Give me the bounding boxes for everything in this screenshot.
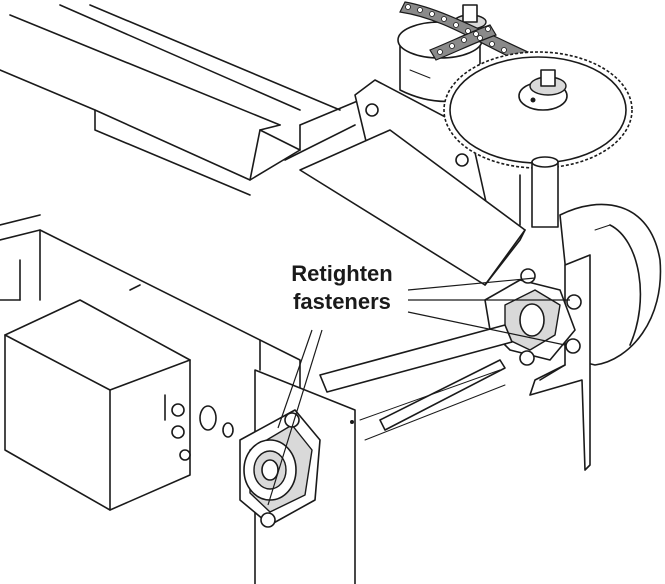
retighten-fasteners-callout: Retighten fasteners	[262, 260, 422, 316]
large-sprocket	[443, 51, 633, 169]
callout-leaders	[267, 277, 570, 506]
callout-line-1: Retighten	[291, 261, 393, 286]
chain-guard	[299, 129, 526, 286]
control-box	[4, 299, 191, 511]
panel-holes	[199, 405, 234, 438]
callout-line-2: fasteners	[293, 289, 391, 314]
cross-shaft	[319, 324, 513, 441]
drive-chain	[399, 1, 529, 63]
drive-shaft-vertical	[519, 156, 559, 228]
upper-conveyor-frame	[0, 4, 361, 196]
